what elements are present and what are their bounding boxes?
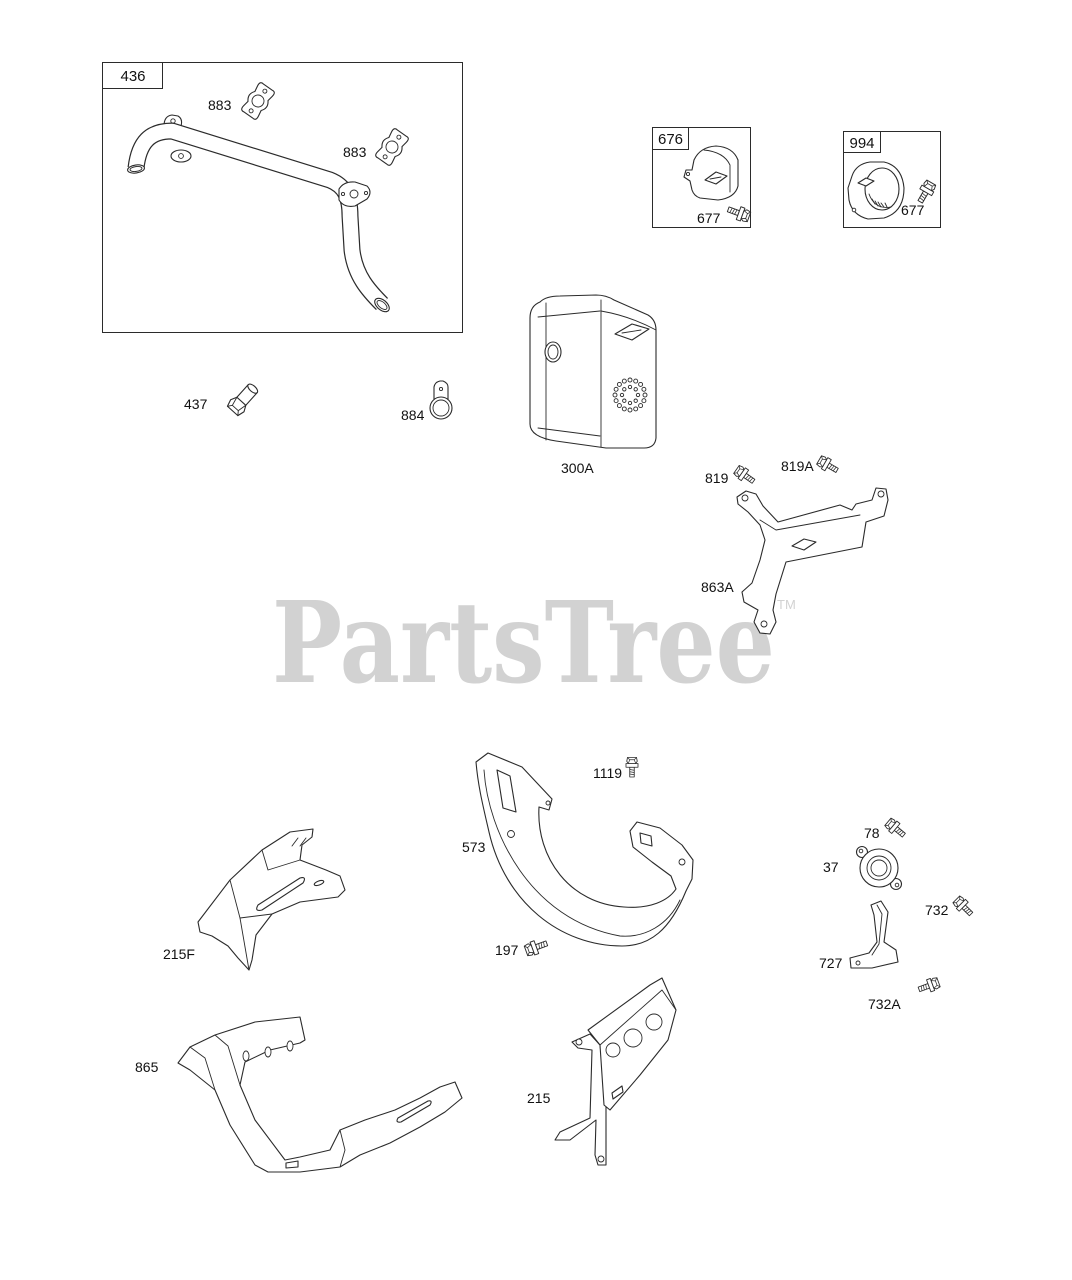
callout-732a: 732A xyxy=(868,996,901,1012)
part-819-bolt xyxy=(732,463,758,488)
callout-884: 884 xyxy=(401,407,425,423)
callout-819a: 819A xyxy=(781,458,814,474)
callout-727: 727 xyxy=(819,955,843,971)
kit-box-994-tab xyxy=(843,131,881,153)
kit-box-994: 994 xyxy=(843,131,941,228)
part-437-fitting xyxy=(226,383,259,417)
part-883-gasket-2 xyxy=(375,128,409,166)
part-573-shroud xyxy=(475,752,694,947)
callout-865: 865 xyxy=(135,1059,159,1075)
part-215-bracket xyxy=(554,977,677,1166)
part-676-cover xyxy=(683,145,739,201)
watermark-trademark: TM xyxy=(777,597,796,612)
callout-732: 732 xyxy=(925,902,949,918)
part-37-plate xyxy=(855,845,903,891)
kit-box-676: 676 xyxy=(652,127,751,228)
part-732a-bolt xyxy=(916,975,942,996)
callout-215f: 215F xyxy=(163,946,195,962)
callout-436: 436 xyxy=(120,68,145,85)
part-732-bolt xyxy=(951,894,977,920)
callout-573: 573 xyxy=(462,839,486,855)
part-1119-screw xyxy=(625,757,639,778)
callout-437: 437 xyxy=(184,396,208,412)
part-883-gasket-1 xyxy=(241,82,275,120)
part-863a-bracket xyxy=(736,487,889,635)
callout-883-2: 883 xyxy=(343,144,367,160)
part-215f-shield xyxy=(197,828,346,971)
callout-78: 78 xyxy=(864,825,880,841)
kit-box-436-tab xyxy=(102,62,163,89)
kit-box-436: 436 xyxy=(102,62,463,333)
callout-883-1: 883 xyxy=(208,97,232,113)
muffler-hole-ring xyxy=(612,377,648,413)
part-819a-bolt xyxy=(815,454,841,477)
watermark-logo: PartsTree TM xyxy=(272,578,796,709)
part-994-cover xyxy=(847,161,905,220)
callout-677-2: 677 xyxy=(901,202,925,218)
callout-197: 197 xyxy=(495,942,519,958)
callout-37: 37 xyxy=(823,859,839,875)
kit-box-676-tab xyxy=(652,127,689,150)
part-300a-muffler xyxy=(529,294,657,449)
part-884-clamp xyxy=(429,380,453,420)
callout-863a: 863A xyxy=(701,579,734,595)
part-197-bolt xyxy=(523,936,550,958)
part-78-bolt xyxy=(883,816,909,841)
callout-215: 215 xyxy=(527,1090,551,1106)
part-727-bracket xyxy=(849,900,899,969)
callout-676: 676 xyxy=(658,131,683,148)
callout-300a: 300A xyxy=(561,460,594,476)
callout-1119: 1119 xyxy=(593,765,622,781)
part-436-pipe xyxy=(127,114,390,313)
part-865-shroud xyxy=(177,1016,463,1173)
callout-994: 994 xyxy=(849,135,874,152)
watermark-text: PartsTree xyxy=(272,578,775,709)
callout-677-1: 677 xyxy=(697,210,721,226)
part-677-bolt-1 xyxy=(725,202,752,224)
callout-819: 819 xyxy=(705,470,729,486)
